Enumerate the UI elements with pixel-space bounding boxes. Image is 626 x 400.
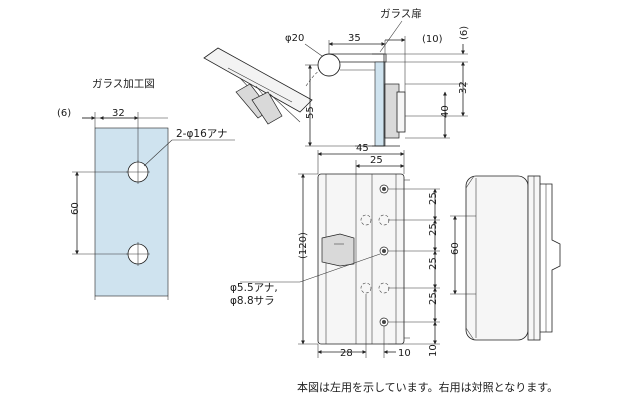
front-view: 45 25 25 25 25 25 (120) 28 10 10 <box>230 143 440 359</box>
dim-10-top: (10) <box>422 34 443 45</box>
dim-120: (120) <box>298 232 309 259</box>
front-catch <box>321 233 355 267</box>
glass-processing-title: ガラス加工図 <box>92 78 155 90</box>
side-body <box>465 175 529 341</box>
dim-55-top: 55 <box>305 106 316 119</box>
pivot-knuckle <box>317 53 341 77</box>
dim-60-side: 60 <box>450 242 461 255</box>
glass-door-label: ガラス扉 <box>380 7 422 20</box>
dim-40-top: 40 <box>440 105 451 118</box>
dim-25-b: 25 <box>428 223 439 236</box>
countersink-label: φ8.8サラ <box>230 295 275 307</box>
dim-25-top: 25 <box>370 155 383 166</box>
footnote: 本図は左用を示しています。右用は対照となります。 <box>297 380 558 394</box>
dim-glass-60: 60 <box>70 202 81 215</box>
dim-28: 28 <box>340 348 353 359</box>
dim-35: 35 <box>348 33 361 44</box>
glass-processing-drawing: ガラス加工図 2-φ16アナ (6) 32 60 <box>57 78 235 300</box>
dim-45: 45 <box>356 143 369 154</box>
dim-25-d: 25 <box>428 292 439 305</box>
dim-25-c: 25 <box>428 257 439 270</box>
dim-phi20: φ20 <box>285 33 304 44</box>
top-view: ガラス扉 φ20 35 (10) (6) 32 40 55 <box>203 7 470 147</box>
dim-25-a: 25 <box>428 192 439 205</box>
front-body <box>317 173 405 345</box>
hole-label-16: 2-φ16アナ <box>176 128 228 140</box>
side-view: 60 <box>450 175 561 341</box>
hole-label-55: φ5.5アナ, <box>230 282 278 294</box>
side-flange <box>540 183 561 333</box>
dim-10-vertical: 10 <box>428 344 439 357</box>
dim-glass-32: 32 <box>112 108 125 119</box>
dim-glass-6: (6) <box>57 108 71 119</box>
glass-panel <box>94 127 169 297</box>
dim-6-top: (6) <box>459 26 470 40</box>
glass-door-section <box>374 61 386 147</box>
dim-10-width: 10 <box>398 348 411 359</box>
dim-32-top: 32 <box>458 81 469 94</box>
